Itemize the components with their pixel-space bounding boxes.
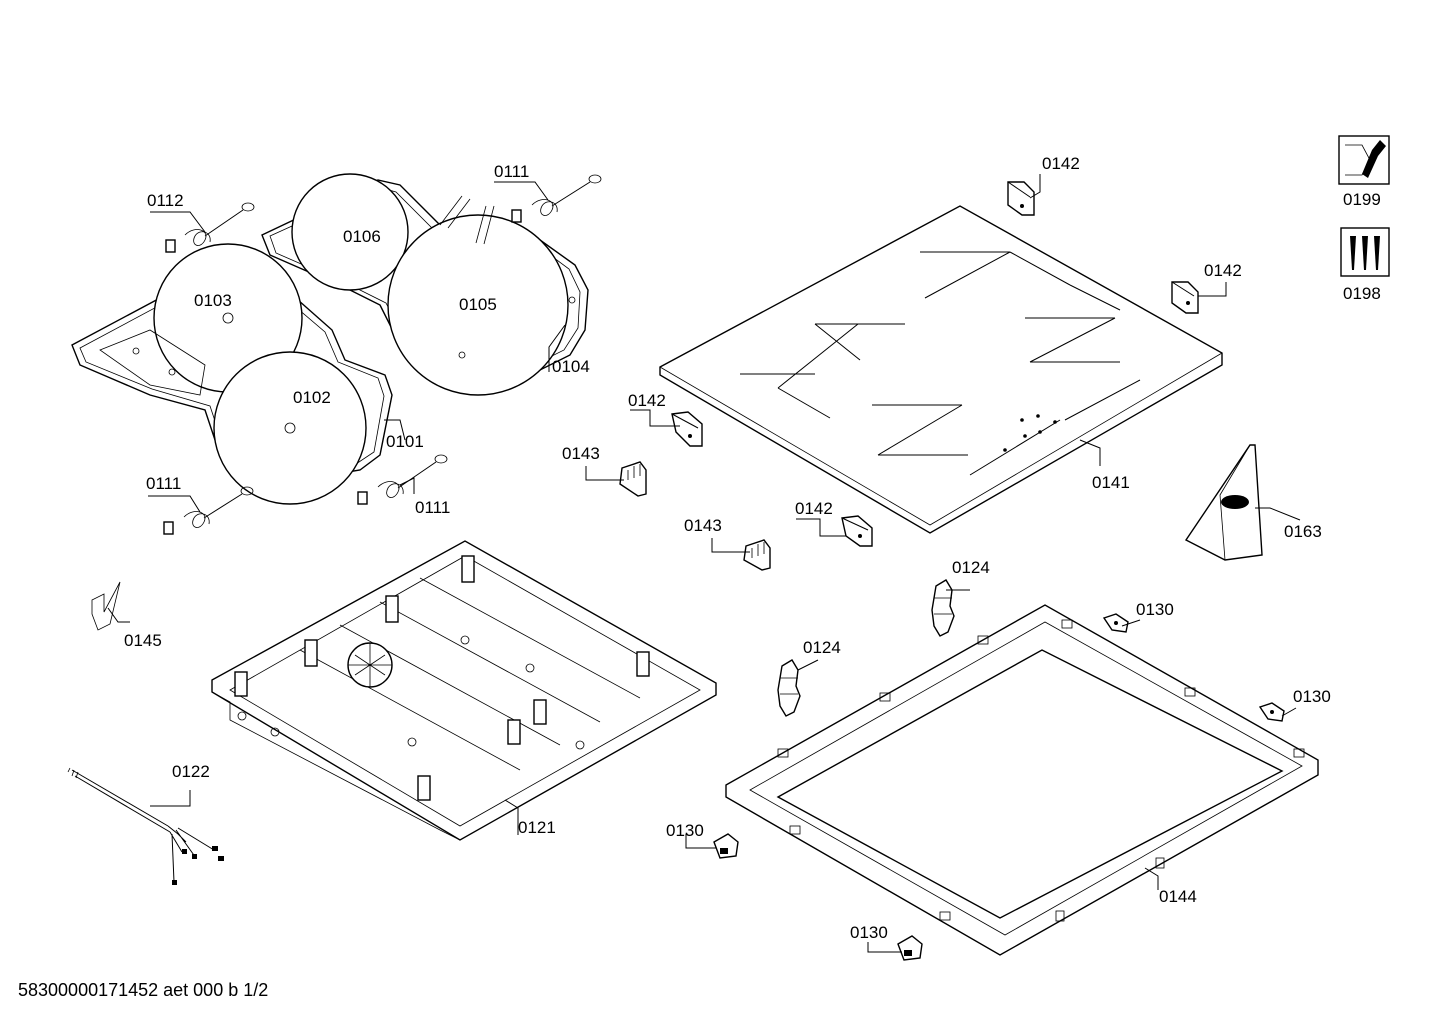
bracket-0142-right	[1171, 281, 1199, 314]
hob-glass-0141	[659, 205, 1223, 534]
label-0144: 0144	[1159, 887, 1197, 906]
label-0104: 0104	[552, 357, 590, 376]
sensor-0112	[165, 202, 255, 253]
label-0105: 0105	[459, 295, 497, 314]
heating-element-0106	[291, 173, 409, 291]
label-0130-a: 0130	[1136, 600, 1174, 619]
screws-icon	[1340, 227, 1390, 277]
power-cable-0122	[67, 767, 224, 885]
seal-0163	[1184, 444, 1263, 561]
label-0142-top: 0142	[1042, 154, 1080, 173]
bracket-0142-left	[671, 411, 703, 447]
label-0145: 0145	[124, 631, 162, 650]
label-0112: 0112	[147, 191, 184, 210]
label-0198: 0198	[1343, 284, 1381, 303]
label-0124-bottom: 0124	[803, 638, 841, 657]
bracket-0142-bottom	[841, 515, 873, 547]
label-0143-b: 0143	[684, 516, 722, 535]
sensor-0111-mid	[357, 454, 448, 505]
clip-0143-b	[743, 539, 771, 571]
label-0163: 0163	[1284, 522, 1322, 541]
heating-element-0102	[213, 351, 367, 505]
label-0199: 0199	[1343, 190, 1381, 209]
label-0111-top: 0111	[494, 162, 529, 181]
clip-0145	[91, 581, 121, 631]
label-0124-top: 0124	[952, 558, 990, 577]
label-0106: 0106	[343, 227, 381, 246]
label-0130-b: 0130	[1293, 687, 1331, 706]
bottom-housing-0121	[211, 540, 717, 841]
carrier-plate-0104	[261, 173, 589, 396]
fixing-clip-0124-bottom	[777, 659, 801, 717]
heating-element-0105	[387, 214, 569, 396]
carrier-plate-0101	[71, 243, 393, 505]
holder-0130-a	[1102, 613, 1129, 633]
label-0122: 0122	[172, 762, 210, 781]
clip-0143-a	[619, 461, 647, 497]
tools-icon	[1338, 135, 1390, 185]
bracket-0142-top	[1007, 181, 1035, 216]
label-0101: 0101	[386, 432, 424, 451]
fixing-clip-0124-top	[931, 579, 955, 637]
sensor-0111-left	[163, 486, 254, 535]
label-0102: 0102	[293, 388, 331, 407]
holder-0130-b	[1258, 702, 1285, 722]
label-0142-bottom: 0142	[795, 499, 833, 518]
label-0142-right: 0142	[1204, 261, 1242, 280]
frame-0144	[725, 604, 1319, 956]
label-0111-left: 0111	[146, 474, 181, 493]
document-id-footer: 58300000171452 aet 000 b 1/2	[18, 980, 269, 1000]
label-0142-left: 0142	[628, 391, 666, 410]
label-0141: 0141	[1092, 473, 1130, 492]
label-0130-d: 0130	[850, 923, 888, 942]
label-0130-c: 0130	[666, 821, 704, 840]
label-0121: 0121	[518, 818, 556, 837]
part-labels: 0112 0111 0106 0103 0105 0104 0102 0101 …	[124, 154, 1381, 942]
label-0143-a: 0143	[562, 444, 600, 463]
holder-0130-c	[713, 833, 739, 859]
label-0103: 0103	[194, 291, 232, 310]
leader-lines	[107, 174, 1301, 953]
label-0111-mid: 0111	[415, 498, 450, 517]
holder-0130-d	[897, 935, 923, 961]
